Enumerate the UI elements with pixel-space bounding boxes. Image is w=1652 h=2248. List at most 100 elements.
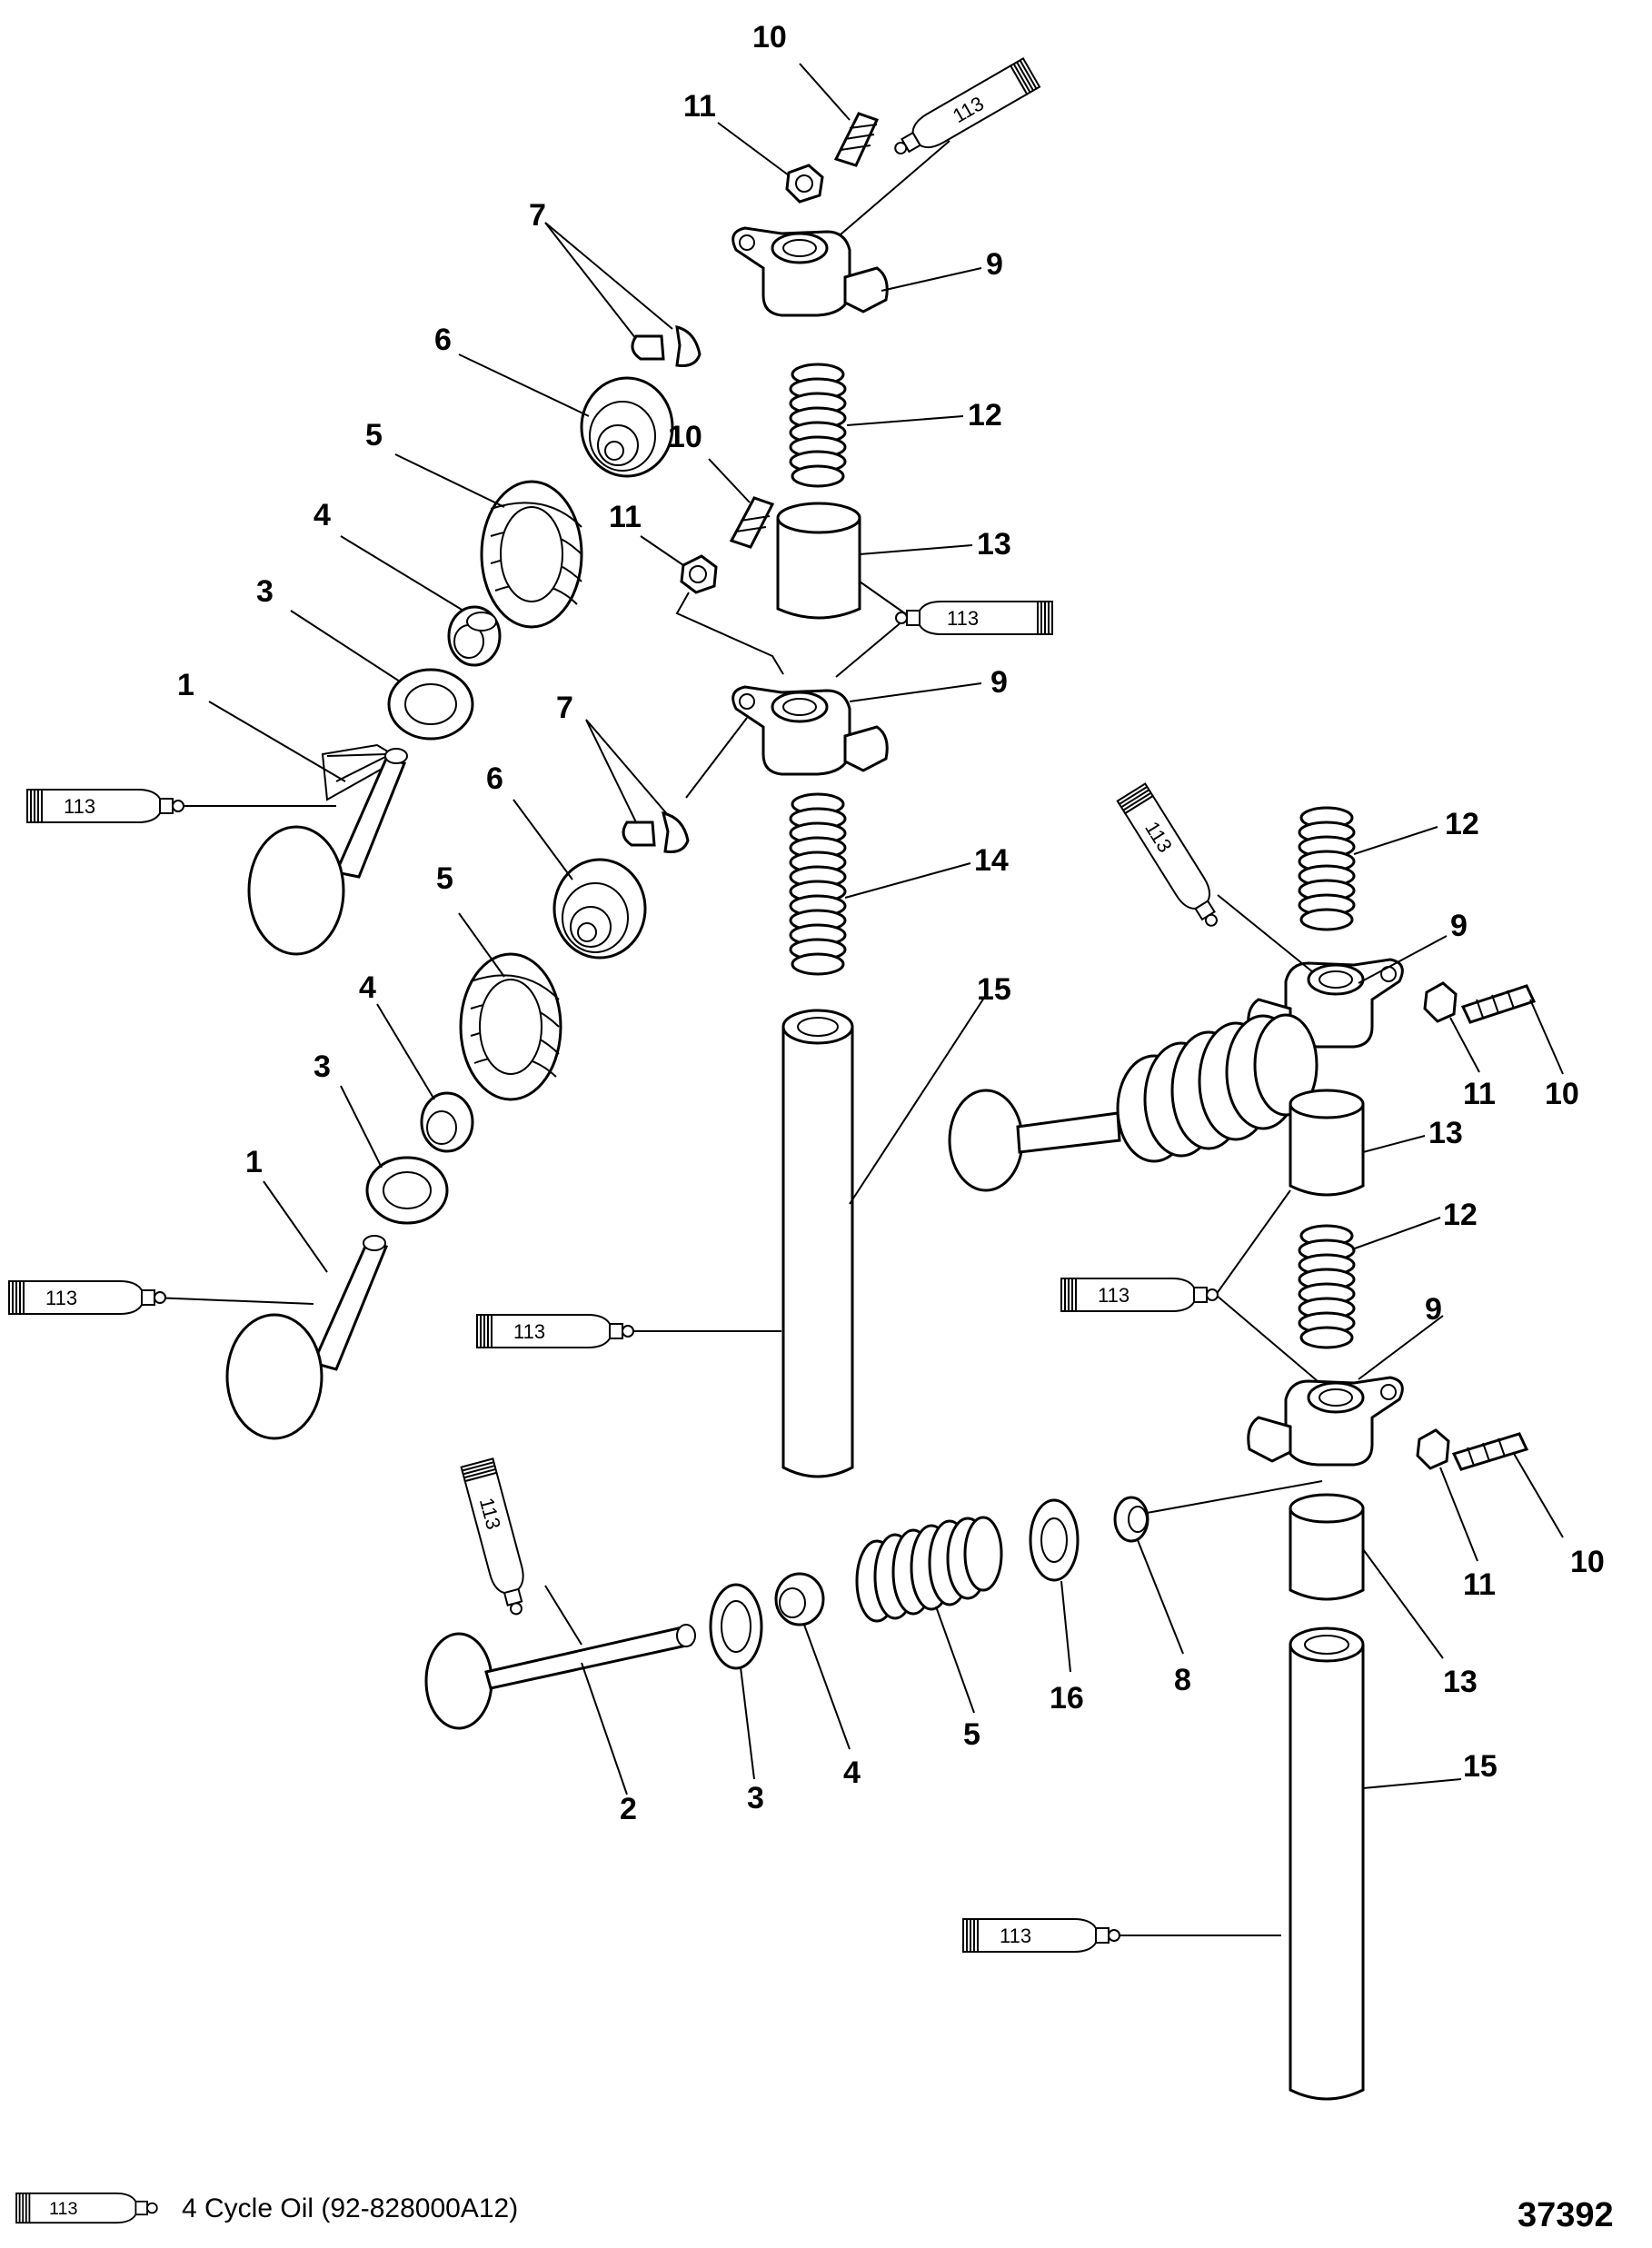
svg-text:113: 113: [64, 795, 95, 818]
tube-leader-lines: [152, 140, 1319, 1936]
lubricant-tube-t2: 113: [895, 601, 1053, 635]
keeper-4-lower: [420, 1091, 474, 1153]
callout-10: 10: [1545, 1077, 1579, 1111]
callout-9: 9: [1425, 1292, 1442, 1327]
leader-lines: [208, 63, 1564, 1795]
retainer-16: [1029, 1498, 1080, 1582]
callout-1: 1: [245, 1145, 263, 1179]
adjusting-screw-10-right-upper: [1460, 984, 1537, 1024]
lubricant-tube-t6: 113: [8, 1280, 166, 1315]
lubricant-tube-t9: 113: [962, 1918, 1120, 1953]
push-rod-15-center: [781, 1009, 854, 1478]
rocker-arm-9-top: [731, 226, 889, 317]
callout-7: 7: [529, 198, 546, 233]
valve-seal-3-bottom: [709, 1583, 763, 1670]
sleeve-13-right-upper: [1289, 1089, 1365, 1197]
legend-description: 4 Cycle Oil (92-828000A12): [182, 2193, 518, 2223]
legend-tube-icon: 113: [15, 2192, 158, 2224]
callout-4: 4: [359, 970, 376, 1005]
callout-12: 12: [1443, 1198, 1478, 1232]
keeper-4-bottom: [774, 1572, 825, 1626]
callout-10: 10: [752, 20, 787, 55]
callout-7: 7: [556, 691, 573, 725]
callout-1: 1: [177, 668, 194, 702]
callout-6: 6: [486, 761, 503, 796]
nut-11-right-upper: [1423, 981, 1458, 1023]
callout-13: 13: [1428, 1116, 1463, 1150]
callout-2: 2: [620, 1792, 637, 1826]
lubricant-tube-t8: 113: [460, 1457, 534, 1619]
lubricant-tube-t5: 113: [1060, 1278, 1219, 1312]
callout-11: 11: [1463, 1567, 1496, 1602]
spring-14: [789, 792, 847, 976]
lubricant-tube-t3: 113: [26, 789, 184, 823]
callout-14: 14: [974, 843, 1009, 878]
callout-11: 11: [609, 500, 642, 534]
valve-2-exhaust: [424, 1624, 696, 1730]
callout-3: 3: [747, 1781, 764, 1815]
lubricant-tube-t4: 113: [1116, 782, 1229, 935]
lubricant-tube-t7: 113: [476, 1314, 634, 1348]
retainer-6-upper: [580, 376, 674, 478]
adjusting-screw-10-top: [833, 112, 880, 167]
svg-text:113: 113: [49, 2199, 78, 2219]
valve-assembly-right: [948, 1013, 1319, 1192]
callout-5: 5: [963, 1717, 980, 1752]
callout-5: 5: [365, 418, 383, 453]
callout-10: 10: [1570, 1545, 1605, 1579]
callout-13: 13: [1443, 1665, 1478, 1699]
valve-spring-5-lower: [459, 952, 562, 1101]
svg-text:113: 113: [45, 1287, 77, 1309]
callout-16: 16: [1050, 1681, 1084, 1716]
retainer-6-lower: [552, 858, 647, 960]
callout-6: 6: [434, 323, 452, 357]
nut-11-top: [785, 164, 824, 204]
valve-spring-5-bottom: [855, 1516, 1003, 1623]
rocker-arm-9-right-lower: [1247, 1376, 1404, 1467]
adjusting-screw-10-mid: [729, 496, 775, 549]
callout-10: 10: [668, 420, 702, 454]
callout-9: 9: [990, 665, 1008, 700]
callout-11: 11: [683, 89, 716, 124]
keepers-7-upper: [631, 324, 702, 367]
callout-12: 12: [968, 398, 1002, 433]
figure-number: 37392: [1518, 2196, 1614, 2234]
callout-15: 15: [977, 972, 1011, 1007]
valve-1-lower: [225, 1235, 388, 1440]
callout-15: 15: [1463, 1749, 1498, 1784]
callout-11: 11: [1463, 1077, 1496, 1111]
keeper-4-upper: [447, 605, 502, 667]
callout-12: 12: [1445, 807, 1479, 841]
spring-12-right-lower: [1298, 1224, 1356, 1349]
svg-text:113: 113: [947, 607, 979, 630]
callout-5: 5: [436, 861, 453, 896]
nut-11-mid: [680, 554, 718, 594]
callout-13: 13: [977, 527, 1011, 562]
callout-4: 4: [843, 1756, 861, 1790]
cap-8: [1113, 1496, 1149, 1543]
callout-3: 3: [256, 574, 274, 609]
keepers-7-lower: [622, 811, 690, 853]
sleeve-13-right-lower: [1289, 1493, 1365, 1601]
nut-11-right-lower: [1416, 1428, 1450, 1470]
legend: 113 4 Cycle Oil (92-828000A12): [15, 2192, 518, 2224]
svg-text:113: 113: [1000, 1925, 1031, 1947]
valve-seal-3-upper: [387, 668, 474, 741]
push-rod-15-right: [1289, 1626, 1365, 2101]
lubricant-tube-t1: 113: [887, 57, 1040, 166]
valve-1-upper: [247, 743, 408, 956]
callout-9: 9: [986, 247, 1003, 282]
valve-spring-5-upper: [480, 480, 583, 629]
spring-12-top: [789, 363, 847, 488]
callout-labels: 10 11 9 7 6 12 10 5 11 13 4 3 9 1 7 6 14…: [177, 20, 1605, 1826]
callout-3: 3: [313, 1049, 331, 1084]
callout-4: 4: [313, 498, 331, 532]
svg-text:113: 113: [1098, 1284, 1130, 1307]
spring-12-right-upper: [1298, 806, 1356, 931]
sleeve-13-top: [776, 502, 861, 620]
adjusting-screw-10-right-lower: [1451, 1432, 1529, 1471]
callout-9: 9: [1450, 909, 1468, 943]
svg-text:113: 113: [513, 1320, 545, 1343]
callout-8: 8: [1174, 1663, 1191, 1697]
